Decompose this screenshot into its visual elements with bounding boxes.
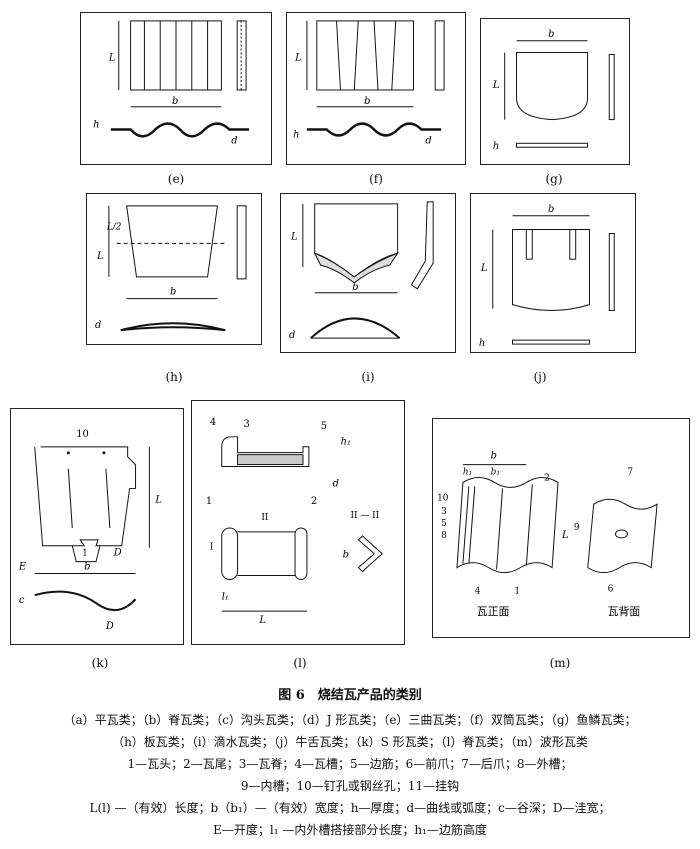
diagram-j: b L h (479, 204, 615, 349)
diagram-h: L/2 L b d (95, 205, 247, 331)
num-2: 2 (311, 496, 317, 507)
num-1: 1 (82, 549, 88, 559)
dim-b: b (548, 204, 554, 215)
num-8: 8 (441, 531, 447, 541)
num-10: 10 (437, 493, 449, 503)
num-10: 10 (76, 429, 89, 440)
dim-d: d (425, 135, 431, 146)
dim-L: L (492, 80, 500, 91)
caption-line-3: 1—瓦头；2—瓦尾；3—瓦脊；4—瓦槽；5—边筋；6—前爪；7—后爪；8—外槽； (127, 757, 573, 771)
num-4: 4 (475, 586, 481, 596)
panel-e: L b h d (80, 12, 272, 165)
num-1: 1 (514, 586, 520, 596)
label-k: (k) (91, 656, 109, 670)
diagram-f: L b h d (293, 20, 445, 146)
label-j: (j) (533, 370, 547, 384)
dim-b: b (170, 287, 176, 298)
caption-line-6: E—开度；l₁ —内外槽搭接部分长度；h₁—边筋高度 (213, 823, 487, 837)
dim-h: h (93, 119, 99, 130)
num-3: 3 (244, 419, 250, 430)
label-front: 瓦正面 (477, 605, 510, 618)
dim-b: b (352, 282, 358, 293)
label-g: (g) (545, 172, 563, 186)
diagram-m: b b₁ h₁ 10 3 5 8 2 4 1 L 7 9 6 瓦正面 瓦背面 (437, 451, 658, 618)
dim-d: d (95, 320, 101, 331)
panel-k: 10 1 L D b E c D (10, 408, 184, 645)
caption-line-1: （a）平瓦类；（b）脊瓦类；（c）沟头瓦类；（d）J 形瓦类；（e）三曲瓦类；（… (63, 713, 637, 727)
num-5: 5 (321, 421, 327, 432)
mark-II: II (261, 513, 269, 523)
dim-L: L (480, 263, 488, 274)
dim-b: b (364, 96, 370, 107)
num-6: 6 (608, 584, 614, 594)
num-3: 3 (441, 507, 447, 517)
dim-D: D (113, 548, 122, 559)
dim-h: h (493, 141, 499, 152)
dim-L: L (294, 52, 302, 63)
dim-L: L (108, 52, 116, 63)
diagram-e: L b h d (93, 20, 250, 146)
dim-h1: h₁ (463, 467, 472, 477)
num-2: 2 (544, 473, 550, 483)
diagram-g: b L h (492, 29, 615, 152)
panel-i: L b d (280, 193, 456, 353)
panel-h: L/2 L b d (86, 193, 262, 345)
dim-E: E (18, 562, 27, 573)
num-1: 1 (206, 496, 212, 507)
dim-d: d (231, 135, 237, 146)
panel-m: b b₁ h₁ 10 3 5 8 2 4 1 L 7 9 6 瓦正面 瓦背面 (432, 418, 690, 638)
label-h: (h) (165, 370, 183, 384)
dim-b1: b₁ (491, 467, 500, 477)
num-7: 7 (627, 467, 633, 477)
diagram-l: 4 3 5 h₁ d 1 2 II I l₁ L II — II b (206, 417, 383, 626)
panel-g: b L h (480, 18, 630, 165)
label-l: (l) (293, 656, 307, 670)
dim-L2: L/2 (106, 223, 122, 233)
dim-L: L (290, 231, 298, 242)
label-back: 瓦背面 (608, 604, 641, 618)
label-f: (f) (369, 172, 383, 186)
dim-b: b (491, 451, 497, 462)
num-4: 4 (210, 417, 216, 428)
dim-D-lower: D (105, 621, 114, 632)
caption-line-5: L(l) —（有效）长度；b（b₁）—（有效）宽度；h—厚度；d—曲线或弧度；c… (89, 801, 611, 815)
panel-l: 4 3 5 h₁ d 1 2 II I l₁ L II — II b (191, 400, 405, 645)
num-5: 5 (441, 519, 447, 529)
caption-line-2: （h）板瓦类；（i）滴水瓦类；（j）牛舌瓦类；（k）S 形瓦类；（l）脊瓦类；（… (112, 735, 588, 749)
mark-I: I (210, 543, 214, 553)
dim-L: L (154, 494, 162, 505)
label-e: (e) (167, 172, 185, 186)
dim-d: d (289, 330, 295, 341)
num-9: 9 (574, 523, 580, 533)
dim-b: b (84, 562, 90, 573)
diagram-i: L b d (289, 201, 434, 341)
dim-l: L (561, 530, 569, 541)
dim-L: L (96, 251, 104, 262)
label-m: (m) (549, 656, 571, 670)
diagram-k: 10 1 L D b E c D (18, 429, 162, 632)
dim-b: b (172, 96, 178, 107)
figure-title: 图 6 烧结瓦产品的类别 (278, 688, 422, 703)
dim-L: L (258, 615, 266, 626)
caption-line-4: 9—内槽；10—钉孔或钢丝孔；11—挂钩 (240, 779, 460, 793)
dim-b: b (343, 550, 349, 561)
dim-b: b (548, 29, 554, 40)
dim-h: h (293, 129, 299, 140)
panel-f: L b h d (286, 12, 466, 165)
dim-c: c (19, 595, 25, 606)
dim-h: h (479, 338, 485, 349)
dim-l1: l₁ (222, 591, 229, 602)
dim-h1: h₁ (341, 437, 351, 448)
panel-j: b L h (470, 193, 636, 353)
dim-d: d (333, 478, 339, 489)
label-i: (i) (361, 370, 375, 384)
section-label: II — II (351, 511, 380, 521)
